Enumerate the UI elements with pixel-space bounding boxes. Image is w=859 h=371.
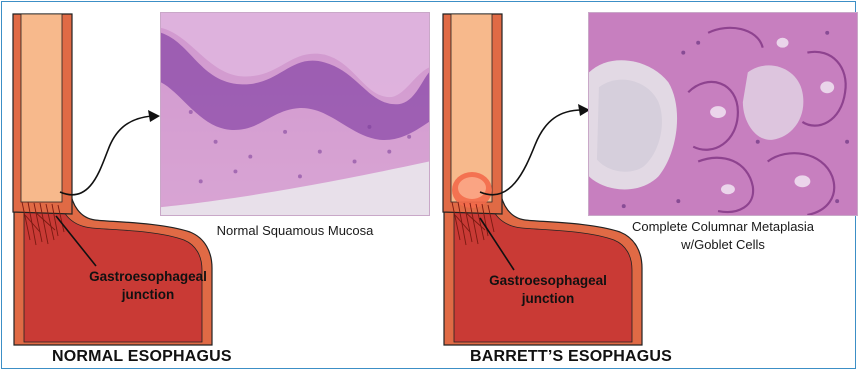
esophagus-lumen: [21, 14, 62, 202]
normal-panel-title: NORMAL ESOPHAGUS: [52, 348, 232, 366]
barretts-gej-label-line1: Gastroesophageal: [478, 272, 618, 290]
barretts-caption-line1: Complete Columnar Metaplasia: [598, 218, 848, 236]
normal-gej-label: Gastroesophageal junction: [78, 268, 218, 304]
barretts-gej-label-line2: junction: [478, 290, 618, 308]
normal-caption: Normal Squamous Mucosa: [190, 222, 400, 240]
normal-gej-label-line1: Gastroesophageal: [78, 268, 218, 286]
barretts-esophagus-panel: Complete Columnar Metaplasia w/Goblet Ce…: [430, 0, 859, 371]
columnar-metaplasia-histology-image: [588, 12, 858, 216]
normal-gej-label-line2: junction: [78, 286, 218, 304]
normal-esophagus-panel: Normal Squamous Mucosa Gastroesophageal …: [0, 0, 430, 371]
barretts-caption: Complete Columnar Metaplasia w/Goblet Ce…: [598, 218, 848, 254]
arrowhead: [148, 110, 160, 122]
pointer-arrow: [60, 116, 152, 195]
barretts-caption-line2: w/Goblet Cells: [598, 236, 848, 254]
barretts-panel-title: BARRETT’S ESOPHAGUS: [470, 348, 672, 366]
barretts-gej-label: Gastroesophageal junction: [478, 272, 618, 308]
normal-squamous-histology-image: [160, 12, 430, 216]
